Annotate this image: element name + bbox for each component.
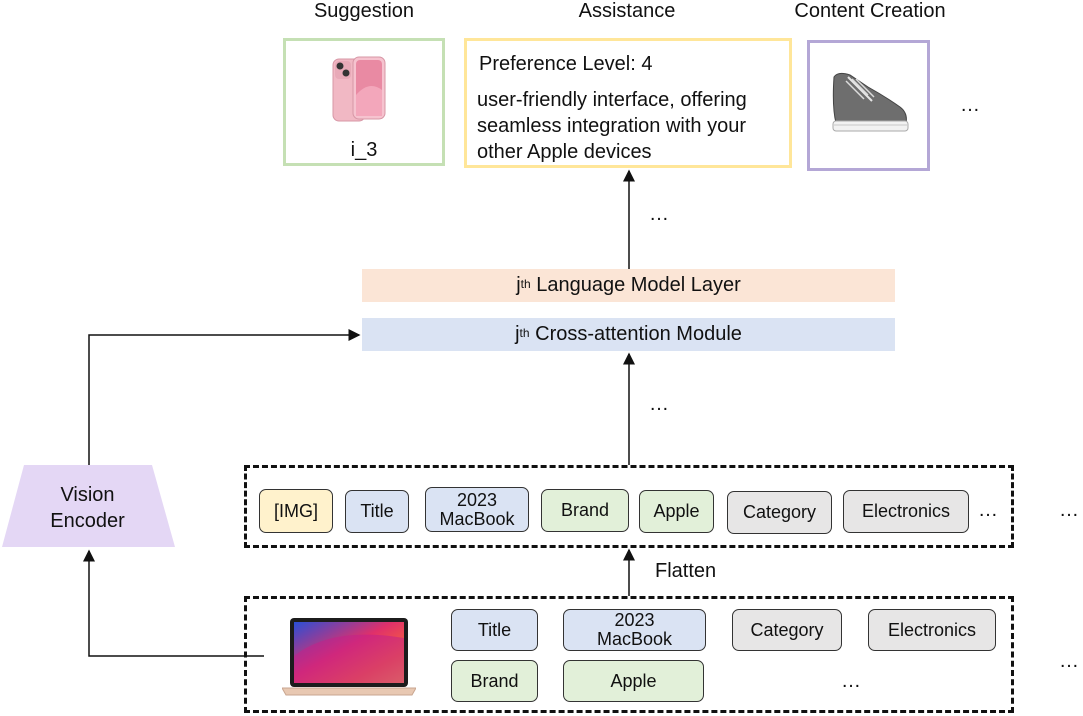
token-brand: Brand xyxy=(541,489,629,532)
field-2023-macbook: 2023 MacBook xyxy=(563,609,706,651)
flatten-label: Flatten xyxy=(655,560,717,582)
field-brand: Brand xyxy=(451,660,538,702)
token-apple: Apple xyxy=(639,490,714,533)
assistance-text-line-3: other Apple devices xyxy=(477,141,652,163)
sneaker-image xyxy=(832,72,909,132)
fields-ellipsis-inner: … xyxy=(841,670,862,692)
cross-attention-prefix: j xyxy=(515,323,520,345)
field-brand-text: Brand xyxy=(470,670,519,691)
vision-encoder-line-1: Vision xyxy=(60,484,115,506)
suggestion-item-label: i_3 xyxy=(350,139,378,161)
token-img-text: [IMG] xyxy=(274,500,318,521)
token-electronics-text: Electronics xyxy=(861,501,951,521)
field-title: Title xyxy=(451,609,538,651)
laptop-image xyxy=(282,618,416,696)
tokens-ellipsis-outer: … xyxy=(1059,499,1080,521)
field-apple: Apple xyxy=(563,660,704,702)
more-outputs-ellipsis: … xyxy=(960,94,981,116)
layers-ellipsis-top: … xyxy=(649,203,670,225)
arrow-encoder-to-cross-attention xyxy=(88,329,361,465)
field-macbook-line-2: MacBook xyxy=(596,629,673,649)
lm-layer-prefix: j xyxy=(516,274,521,296)
assistance-box: Preference Level: 4 user-friendly interf… xyxy=(464,38,792,168)
suggestion-header: Suggestion xyxy=(313,0,415,22)
field-category: Category xyxy=(732,609,842,651)
field-electronics: Electronics xyxy=(868,609,996,651)
token-2023-macbook: 2023 MacBook xyxy=(425,487,529,532)
token-macbook-line-1: 2023 xyxy=(456,489,498,510)
field-electronics-text: Electronics xyxy=(887,619,977,640)
arrow-image-to-encoder xyxy=(83,549,264,657)
cross-attention-sup: th xyxy=(519,325,530,340)
suggestion-box: i_3 xyxy=(283,38,445,166)
vision-encoder-shape xyxy=(2,465,175,547)
field-title-text: Title xyxy=(477,619,512,640)
field-macbook-line-1: 2023 xyxy=(614,610,655,630)
lm-layer-text: Language Model Layer xyxy=(530,274,741,296)
cross-attention-text: Cross-attention Module xyxy=(529,323,742,345)
token-img: [IMG] xyxy=(259,489,333,533)
vision-encoder-line-2: Encoder xyxy=(50,510,125,532)
assistance-header: Assistance xyxy=(578,0,676,22)
tokens-ellipsis-inner: … xyxy=(978,499,999,521)
token-electronics: Electronics xyxy=(843,490,969,533)
token-apple-text: Apple xyxy=(653,501,700,521)
item-fields-box xyxy=(244,596,1014,713)
preference-level-text: Preference Level: 4 xyxy=(479,53,653,75)
token-category: Category xyxy=(727,491,832,534)
content-creation-box xyxy=(807,40,930,171)
token-title: Title xyxy=(345,490,409,533)
field-category-text: Category xyxy=(750,619,824,640)
token-category-text: Category xyxy=(742,502,817,522)
token-brand-text: Brand xyxy=(560,500,610,520)
vision-encoder-label: Vision Encoder xyxy=(10,482,165,534)
assistance-text-line-2: seamless integration with your xyxy=(477,115,747,137)
token-title-text: Title xyxy=(360,501,394,521)
fields-ellipsis-outer: … xyxy=(1059,650,1080,672)
assistance-text-line-1: user-friendly interface, offering xyxy=(477,89,747,111)
field-apple-text: Apple xyxy=(610,670,657,691)
phone-image xyxy=(332,56,386,122)
lm-layer-sup: th xyxy=(520,276,531,291)
content-creation-header: Content Creation xyxy=(794,0,946,22)
layers-ellipsis-mid: … xyxy=(649,393,670,415)
token-macbook-line-2: MacBook xyxy=(439,508,515,529)
flattened-sequence-box xyxy=(244,465,1014,548)
